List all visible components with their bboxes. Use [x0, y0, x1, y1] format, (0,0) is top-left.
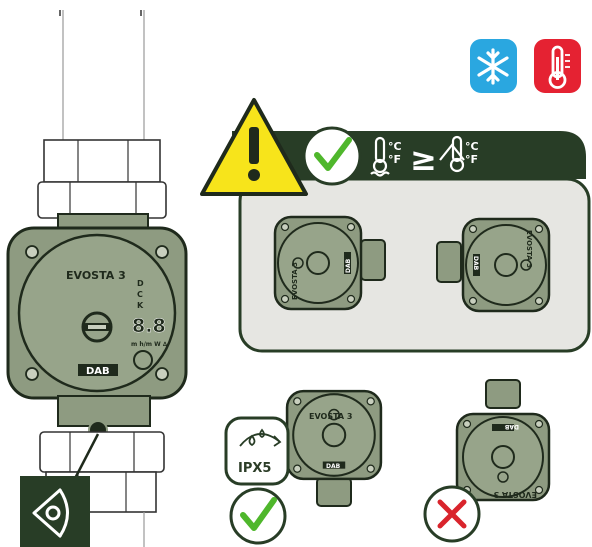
ambient-unit-f: °F: [465, 153, 478, 166]
pump-display-units: m h/m W ∆: [131, 341, 168, 348]
pump-inverted-forbidden: EVOSTA 3 DAB: [457, 380, 549, 500]
pump-logo-bottom-right: DAB: [504, 423, 519, 430]
pump-model-left: EVOSTA 3: [291, 262, 299, 300]
check-icon: [304, 128, 360, 184]
check-icon: [231, 489, 285, 543]
pump-logo-right: DAB: [472, 256, 479, 271]
pump-upright-allowed: EVOSTA 3 DAB: [287, 391, 381, 506]
temperature-relation: ≥: [410, 140, 437, 178]
pump-model-label: EVOSTA 3: [66, 269, 126, 282]
liquid-unit-f: °F: [388, 153, 401, 166]
pump-model-right: EVOSTA 3: [525, 230, 533, 268]
pump-model-bottom-right: EVOSTA 3: [494, 490, 537, 499]
ambient-unit-c: °C: [465, 140, 479, 153]
liquid-unit-c: °C: [388, 140, 402, 153]
hot-badge: [534, 39, 581, 93]
svg-text:D: D: [137, 279, 144, 288]
ipx5-badge: IPX5: [226, 418, 288, 484]
pump-model-bottom-left: EVOSTA 3: [309, 412, 352, 421]
pump-logo: DAB: [86, 366, 110, 377]
svg-text:K: K: [137, 301, 144, 310]
inspection-badge: [20, 476, 90, 547]
cold-badge: [470, 39, 517, 93]
pump-display-digits: 8.8: [132, 315, 166, 337]
pump-logo-bottom-left: DAB: [326, 463, 341, 470]
svg-text:C: C: [137, 290, 143, 299]
ipx-rating: IPX5: [238, 461, 271, 476]
pump-logo-left: DAB: [345, 258, 352, 273]
cross-icon: [425, 487, 479, 541]
installed-pump-assembly: EVOSTA 3 8.8 m h/m W ∆ DAB D C K: [8, 10, 186, 547]
